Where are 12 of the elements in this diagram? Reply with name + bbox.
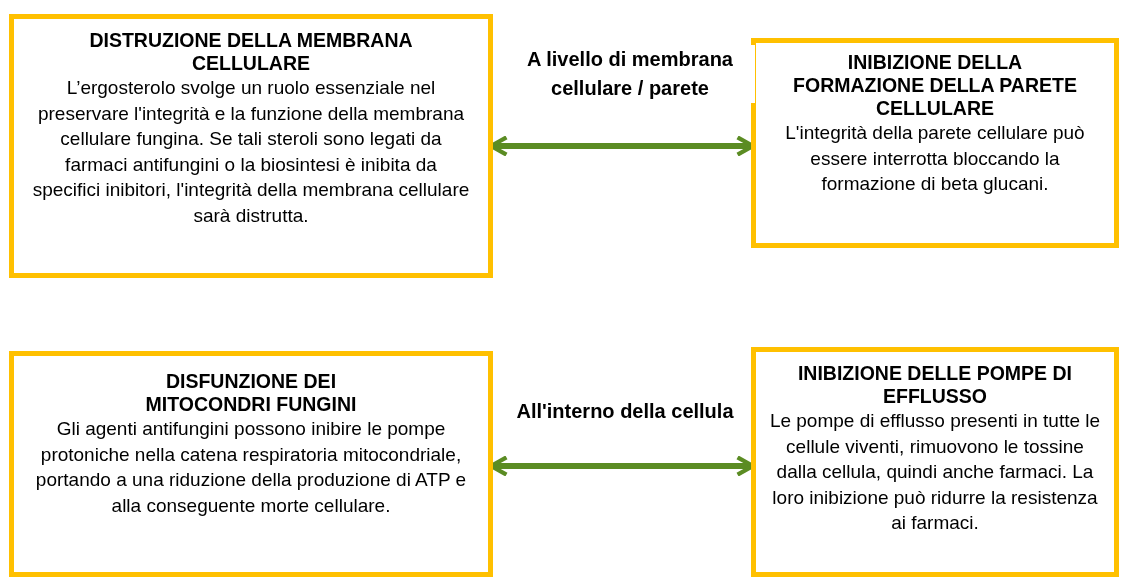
box-heading: INIBIZIONE DELLA FORMAZIONE DELLA PARETE CELLULARE: [792, 51, 1078, 120]
box-heading: DISTRUZIONE DELLA MEMBRANA CELLULARE: [88, 29, 414, 75]
box-description: L'integrità della parete cellulare può essere interrotta bloccando la formazione di beta glucani.: [784, 121, 1086, 196]
box-description: Gli agenti antifungini possono inibire le pompe protoniche nella catena respiratoria mitocondriale, portando a una riduzione della produzione di ATP e alla conseguente morte cellulare.: [34, 417, 468, 518]
text-box: [9, 351, 493, 577]
box-description: Le pompe di efflusso presenti in tutte le cellule viventi, rimuovono le tossine dalla cellula, quindi anche farmaci. La loro inibizione può ridurre la resistenza ai farmaci.: [768, 409, 1102, 535]
text-box: [751, 347, 1119, 577]
box-heading: INIBIZIONE DELLE POMPE DI EFFLUSSO: [796, 362, 1074, 408]
text-box: [9, 14, 493, 278]
box-heading: DISFUNZIONE DEI MITOCONDRI FUNGINI: [144, 370, 358, 416]
box-description: L’ergosterolo svolge un ruolo essenziale nel preservare l'integrità e la funzione della membrana cellulare fungina. Se tali steroli sono legati da farmaci antifungini o la biosintesi è inibita da specifici inibitori, l'integrità della membrana cellulare sarà distrutta.: [32, 76, 470, 228]
text-box: [751, 38, 1119, 248]
